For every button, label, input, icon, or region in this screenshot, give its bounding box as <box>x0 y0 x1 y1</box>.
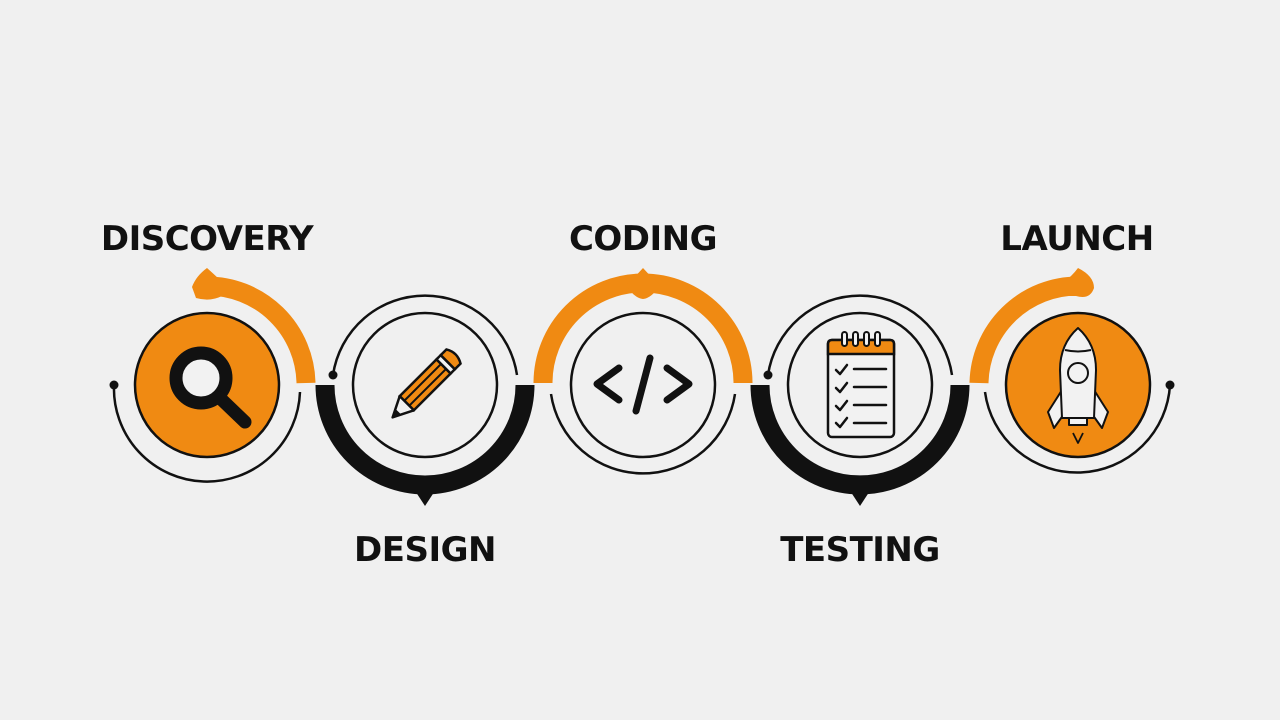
step-coding <box>533 268 753 475</box>
testing-arc-pointer <box>843 478 877 506</box>
discovery-orange-arc <box>206 276 316 384</box>
step-label-launch: LAUNCH <box>1000 219 1154 259</box>
design-arc-pointer <box>408 478 442 506</box>
design-ring-dot <box>328 370 338 380</box>
discovery-thin-ring <box>112 384 302 483</box>
step-testing <box>750 294 970 506</box>
checklist-clipboard-icon <box>826 331 896 439</box>
step-label-testing: TESTING <box>780 530 940 570</box>
coding-arc-knob <box>626 268 660 299</box>
launch-thin-ring <box>983 384 1172 474</box>
step-design <box>315 294 535 506</box>
rocket-icon <box>1047 327 1109 444</box>
discovery-arc-knob <box>192 268 222 300</box>
coding-thin-ring <box>549 393 737 475</box>
step-label-design: DESIGN <box>354 530 496 570</box>
step-launch <box>969 268 1175 474</box>
testing-thin-ring <box>766 294 954 376</box>
step-discovery <box>109 268 316 483</box>
launch-arc-knob <box>1064 268 1094 297</box>
design-thin-ring <box>331 294 519 376</box>
discovery-start-dot <box>109 380 119 390</box>
launch-orange-arc <box>969 276 1079 384</box>
pencil-icon <box>391 348 462 419</box>
magnifying-glass-icon <box>169 346 252 429</box>
code-brackets-icon <box>593 354 693 415</box>
testing-ring-dot <box>763 370 773 380</box>
step-label-discovery: DISCOVERY <box>100 219 314 259</box>
launch-end-dot <box>1165 380 1175 390</box>
step-label-coding: CODING <box>568 219 718 259</box>
